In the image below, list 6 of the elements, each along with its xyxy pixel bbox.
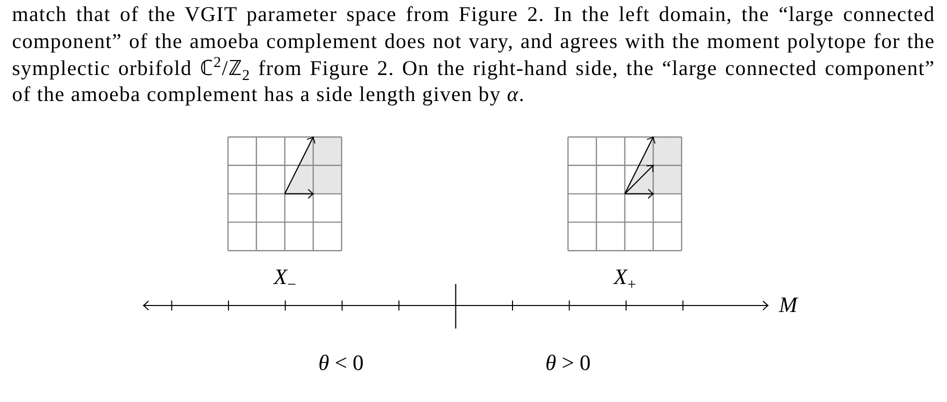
region-label: θ < 0 [318, 352, 364, 374]
space-label: X$_{+}$ [614, 266, 636, 288]
region-label: θ > 0 [545, 352, 591, 374]
space-label: X$_{−}$ [274, 266, 296, 288]
axis-label: M [779, 294, 798, 316]
body-paragraph: match that of the VGIT parameter space from Figure 2. In the left domain, the “large connected component” of the amoeba complement does not vary, and agrees with the moment polytope for the symplectic orbifold ℂ$^{2}$/ℤ$_{2}$ from Figure 2. On the right-hand side, the “large connected component” of the amoeba complement has a side length given by α. [12, 1, 935, 108]
